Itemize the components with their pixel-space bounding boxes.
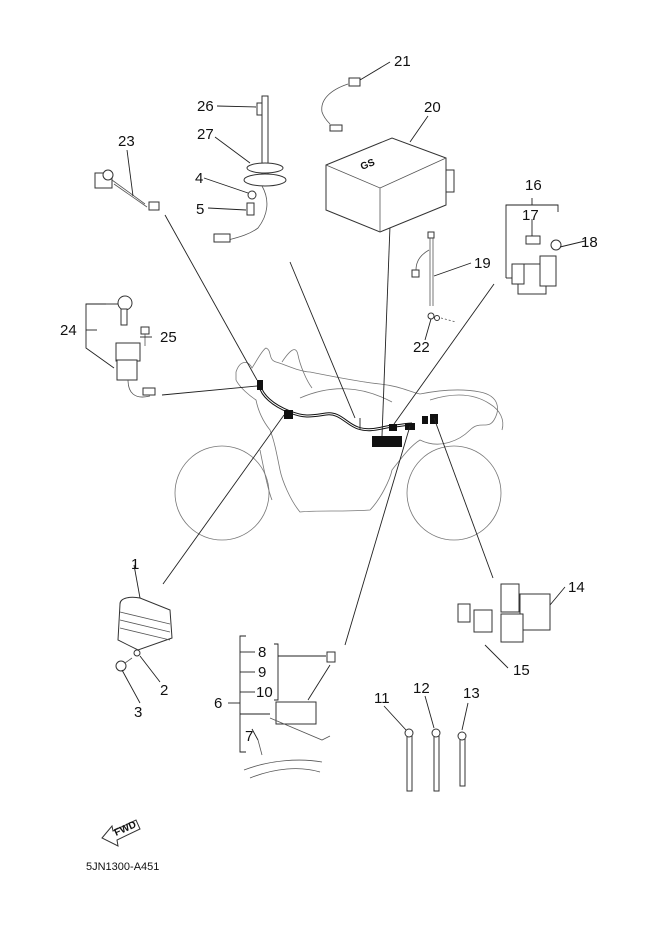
callout-17: 17 bbox=[522, 207, 539, 224]
ignition-coil-drawing bbox=[94, 169, 160, 211]
relays-drawing bbox=[457, 583, 551, 643]
fuse-box-drawing bbox=[228, 635, 336, 779]
wiring-harness bbox=[257, 380, 438, 447]
callout-13: 13 bbox=[463, 685, 480, 702]
callout-leaders bbox=[86, 61, 586, 741]
battery-label: GS bbox=[359, 157, 377, 173]
callout-25: 25 bbox=[160, 329, 177, 346]
callout-18: 18 bbox=[581, 234, 598, 251]
callout-3: 3 bbox=[134, 704, 142, 721]
callout-7: 7 bbox=[245, 728, 253, 745]
callout-27: 27 bbox=[197, 126, 214, 143]
callout-20: 20 bbox=[424, 99, 441, 116]
callout-labels: 1 2 3 4 5 6 7 8 9 10 11 12 13 14 15 16 1… bbox=[60, 53, 598, 745]
callout-14: 14 bbox=[568, 579, 585, 596]
callout-5: 5 bbox=[196, 201, 204, 218]
callout-10: 10 bbox=[256, 684, 273, 701]
callout-23: 23 bbox=[118, 133, 135, 150]
leader-lines bbox=[161, 214, 495, 646]
cable-ties-drawing bbox=[383, 695, 469, 792]
forward-direction-arrow: FWD bbox=[101, 819, 141, 847]
callout-11: 11 bbox=[374, 690, 390, 707]
callout-9: 9 bbox=[258, 664, 266, 681]
main-switch-drawing bbox=[85, 295, 156, 398]
drawing-code: 5JN1300-A451 bbox=[86, 861, 159, 873]
callout-4: 4 bbox=[195, 170, 203, 187]
callout-2: 2 bbox=[160, 682, 168, 699]
callout-19: 19 bbox=[474, 255, 491, 272]
callout-26: 26 bbox=[197, 98, 214, 115]
callout-21: 21 bbox=[394, 53, 411, 70]
sensor-lead-drawing bbox=[321, 77, 361, 132]
callout-24: 24 bbox=[60, 322, 77, 339]
starter-relay-drawing bbox=[505, 198, 562, 295]
callout-12: 12 bbox=[413, 680, 430, 697]
motorcycle-outline bbox=[174, 347, 504, 541]
callout-16: 16 bbox=[525, 177, 542, 194]
rectifier-drawing bbox=[115, 596, 173, 672]
lead-wire-drawing bbox=[411, 231, 457, 323]
fwd-arrow-icon bbox=[101, 819, 141, 847]
callout-6: 6 bbox=[214, 695, 222, 712]
callout-22: 22 bbox=[413, 339, 430, 356]
callout-8: 8 bbox=[258, 644, 266, 661]
fuel-sender-group bbox=[213, 95, 287, 243]
battery-drawing: GS bbox=[325, 137, 455, 233]
callout-1: 1 bbox=[131, 556, 139, 573]
callout-15: 15 bbox=[513, 662, 530, 679]
